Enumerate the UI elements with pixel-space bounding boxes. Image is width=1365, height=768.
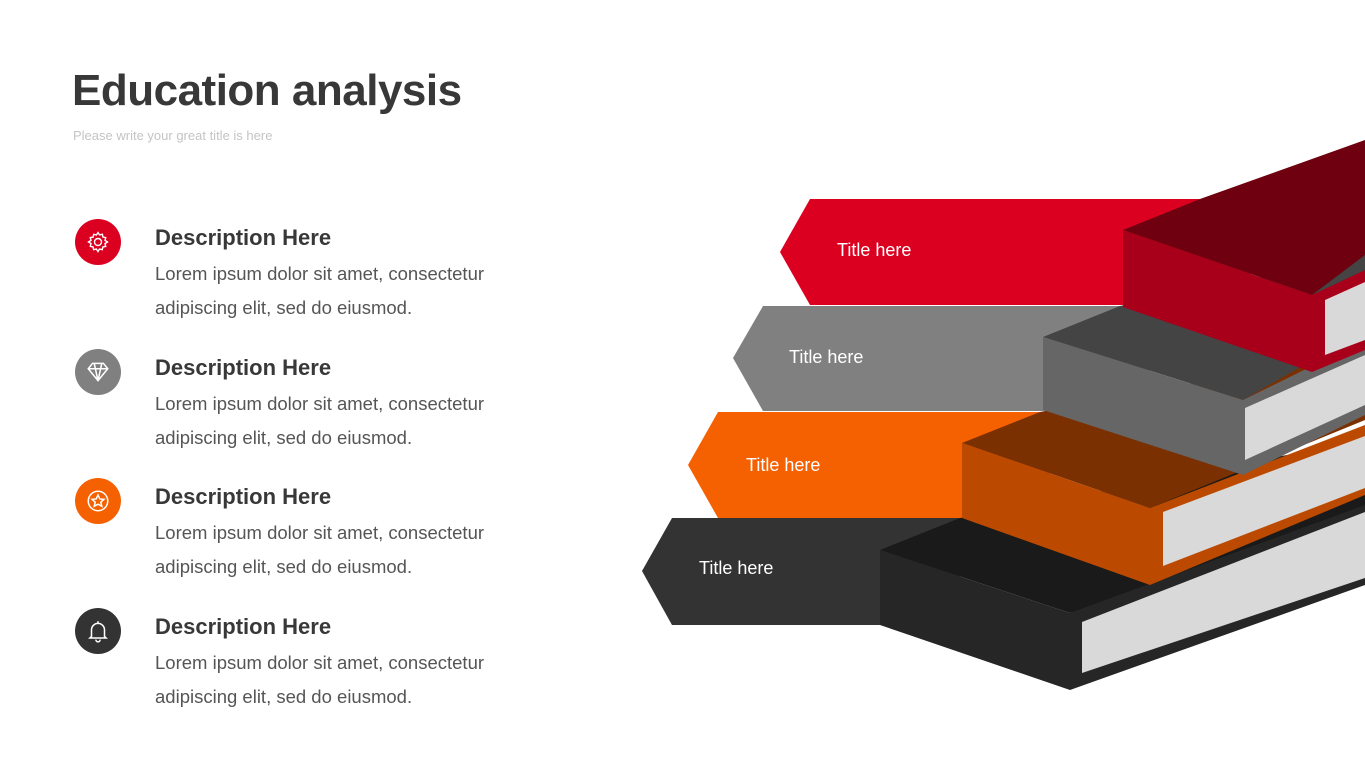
description-body: Lorem ipsum dolor sit amet, consectetur … — [155, 522, 485, 577]
description-heading: Description Here — [155, 225, 332, 250]
book-label: Title here — [837, 240, 912, 260]
description-heading: Description Here — [155, 614, 332, 639]
banner-orange — [688, 412, 1050, 518]
description-body: Lorem ipsum dolor sit amet, consectetur … — [155, 393, 485, 448]
bell-icon — [75, 608, 121, 654]
description-item: Description Here Lorem ipsum dolor sit a… — [75, 608, 535, 728]
book-label: Title here — [699, 558, 774, 578]
book-label: Title here — [789, 347, 864, 367]
description-heading: Description Here — [155, 484, 332, 509]
diamond-icon — [75, 349, 121, 395]
book-label: Title here — [746, 455, 821, 475]
description-item: Description Here Lorem ipsum dolor sit a… — [75, 349, 535, 469]
description-item: Description Here Lorem ipsum dolor sit a… — [75, 478, 535, 598]
book-red — [1123, 140, 1365, 372]
description-item: Description Here Lorem ipsum dolor sit a… — [75, 219, 535, 339]
page-subtitle: Please write your great title is here — [73, 128, 273, 143]
gear-icon — [75, 219, 121, 265]
page-title: Education analysis — [72, 66, 462, 115]
star-badge-icon — [75, 478, 121, 524]
description-body: Lorem ipsum dolor sit amet, consectetur … — [155, 263, 485, 318]
description-heading: Description Here — [155, 355, 332, 380]
description-body: Lorem ipsum dolor sit amet, consectetur … — [155, 652, 485, 707]
